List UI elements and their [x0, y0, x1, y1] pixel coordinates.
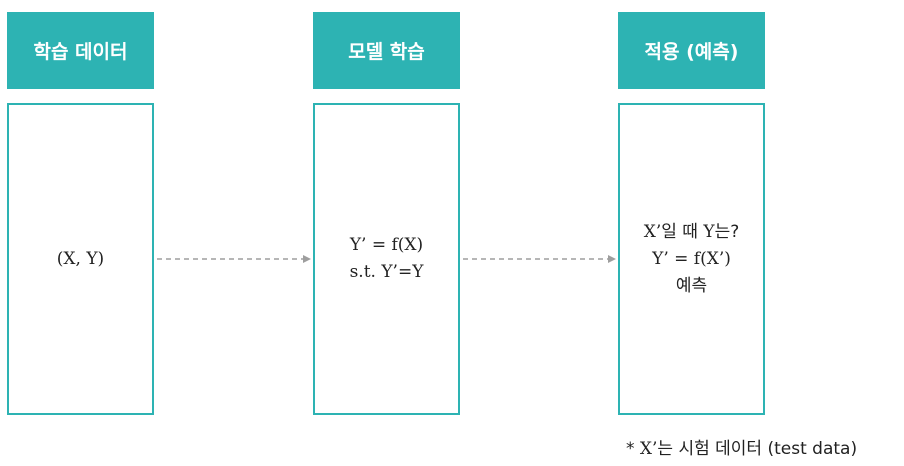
- footnote-x: X’: [639, 439, 658, 459]
- header-model-training: 모델 학습: [313, 12, 460, 89]
- footnote-text: 는 시험 데이터 (test data): [657, 439, 858, 459]
- footnote: * X’는 시험 데이터 (test data): [626, 434, 857, 459]
- training-data-text: (X, Y): [56, 248, 105, 269]
- model-equation: Y’ = f(X): [349, 235, 424, 255]
- prediction-question-x: X’: [643, 221, 662, 242]
- footnote-prefix: *: [626, 439, 640, 459]
- prediction-equation: Y’ = f(X’): [652, 248, 731, 269]
- arrow-2-head: [608, 255, 616, 263]
- box-apply-prediction: X’일 때 Y는? Y’ = f(X’) 예측: [618, 103, 765, 415]
- prediction-question-y: Y: [703, 221, 715, 242]
- model-constraint: s.t. Y’=Y: [349, 262, 424, 282]
- header-training-data: 학습 데이터: [7, 12, 154, 89]
- prediction-label: 예측: [675, 275, 708, 296]
- box-training-data: (X, Y): [7, 103, 154, 415]
- box-model-training: Y’ = f(X) s.t. Y’=Y: [313, 103, 460, 415]
- prediction-question-mid: 일 때: [661, 221, 704, 242]
- header-apply-prediction: 적용 (예측): [618, 12, 765, 89]
- prediction-question: X’일 때 Y는?: [644, 219, 740, 246]
- arrow-1-head: [303, 255, 311, 263]
- prediction-question-suffix: 는?: [714, 221, 740, 242]
